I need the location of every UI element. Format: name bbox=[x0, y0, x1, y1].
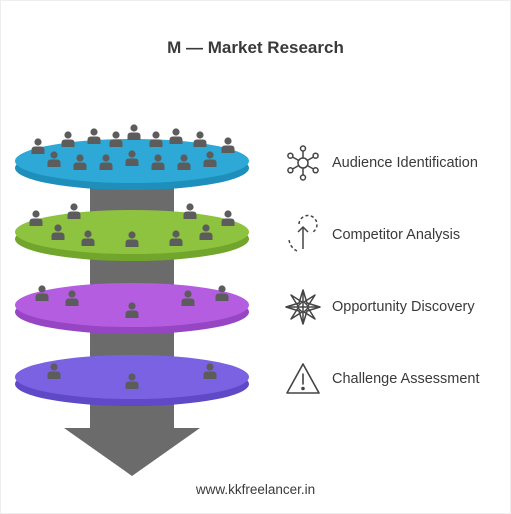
person-icon bbox=[215, 285, 229, 301]
person-icon bbox=[65, 290, 79, 306]
arrow-path-icon bbox=[288, 214, 318, 252]
person-icon bbox=[149, 131, 163, 147]
person-icon bbox=[47, 151, 61, 167]
person-icon bbox=[203, 363, 217, 379]
person-icon bbox=[67, 203, 81, 219]
person-icon bbox=[221, 137, 235, 153]
compass-star-icon bbox=[285, 289, 321, 325]
step-label-competitor: Competitor Analysis bbox=[332, 227, 461, 243]
person-icon bbox=[193, 131, 207, 147]
person-icon bbox=[221, 210, 235, 226]
person-icon bbox=[125, 373, 139, 389]
person-icon bbox=[87, 128, 101, 144]
person-icon bbox=[35, 285, 49, 301]
person-icon bbox=[183, 203, 197, 219]
person-icon bbox=[81, 230, 95, 246]
person-icon bbox=[169, 128, 183, 144]
warning-triangle-icon bbox=[286, 363, 320, 394]
person-icon bbox=[73, 154, 87, 170]
network-nodes-icon bbox=[287, 145, 319, 181]
person-icon bbox=[199, 224, 213, 240]
person-icon bbox=[125, 302, 139, 318]
person-icon bbox=[181, 290, 195, 306]
person-icon bbox=[127, 124, 141, 140]
step-label-challenge: Challenge Assessment bbox=[332, 371, 480, 387]
funnel-arrowhead bbox=[64, 428, 200, 476]
person-icon bbox=[125, 231, 139, 247]
person-icon bbox=[31, 138, 45, 154]
person-icon bbox=[151, 154, 165, 170]
person-icon bbox=[109, 131, 123, 147]
step-label-opportunity: Opportunity Discovery bbox=[332, 299, 475, 315]
people-icons bbox=[29, 124, 235, 389]
person-icon bbox=[169, 230, 183, 246]
person-icon bbox=[51, 224, 65, 240]
diagram-title: M — Market Research bbox=[167, 38, 344, 57]
website-footer: www.kkfreelancer.in bbox=[195, 482, 316, 497]
person-icon bbox=[125, 150, 139, 166]
person-icon bbox=[99, 154, 113, 170]
person-icon bbox=[61, 131, 75, 147]
step-label-audience: Audience Identification bbox=[332, 155, 478, 171]
person-icon bbox=[47, 363, 61, 379]
disc-audience bbox=[15, 139, 249, 190]
person-icon bbox=[177, 154, 191, 170]
person-icon bbox=[29, 210, 43, 226]
person-icon bbox=[203, 151, 217, 167]
